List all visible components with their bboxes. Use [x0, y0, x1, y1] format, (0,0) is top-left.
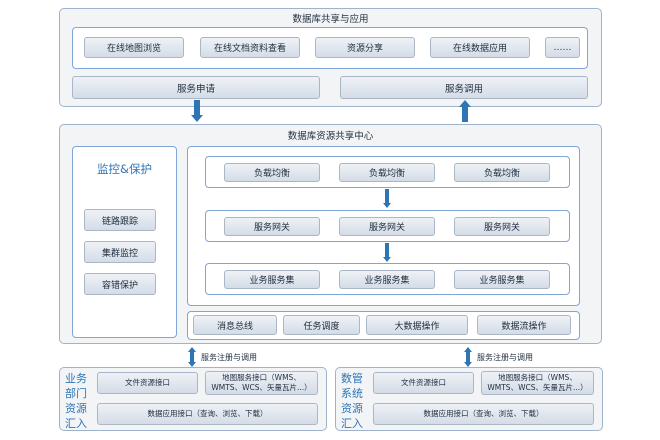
- big-data-ops[interactable]: 大数据操作: [366, 315, 468, 335]
- left-file-api[interactable]: 文件资源接口: [97, 372, 198, 394]
- monitor-link-trace[interactable]: 链路跟踪: [84, 209, 156, 231]
- load-balance-3[interactable]: 负载均衡: [454, 163, 550, 182]
- monitor-fault-tolerance[interactable]: 容错保护: [84, 273, 156, 295]
- app-resource-share[interactable]: 资源分享: [315, 37, 415, 58]
- business-cluster-1[interactable]: 业务服务集: [224, 270, 320, 289]
- top-panel-title: 数据库共享与应用: [292, 14, 369, 25]
- data-stream-ops[interactable]: 数据流操作: [477, 315, 571, 335]
- gateway-3[interactable]: 服务网关: [454, 217, 550, 236]
- arrow-lb-to-gateway: [383, 189, 391, 209]
- gateway-2[interactable]: 服务网关: [339, 217, 435, 236]
- right-data-api[interactable]: 数据应用接口（查询、浏览、下载）: [373, 403, 594, 425]
- service-call-button[interactable]: 服务调用: [340, 76, 588, 99]
- arrow-down-apply: [191, 100, 203, 122]
- arrow-gateway-to-cluster: [383, 243, 391, 263]
- message-bus[interactable]: 消息总线: [193, 315, 277, 335]
- right-register-label: 服务注册与调用: [477, 353, 533, 362]
- load-balance-2[interactable]: 负载均衡: [339, 163, 435, 182]
- load-balance-1[interactable]: 负载均衡: [224, 163, 320, 182]
- right-source-title: 数管 系统 资源 汇入: [341, 372, 363, 430]
- app-map-browse[interactable]: 在线地图浏览: [84, 37, 184, 58]
- service-apply-button[interactable]: 服务申请: [72, 76, 320, 99]
- left-data-api[interactable]: 数据应用接口（查询、浏览、下载）: [97, 403, 318, 425]
- business-cluster-2[interactable]: 业务服务集: [339, 270, 435, 289]
- monitor-title: 监控&保护: [97, 162, 152, 176]
- monitor-cluster[interactable]: 集群监控: [84, 241, 156, 263]
- arrow-right-register: [463, 347, 473, 367]
- app-more[interactable]: ……: [545, 37, 580, 58]
- arrow-left-register: [187, 347, 197, 367]
- right-map-api[interactable]: 地图服务接口（WMS、WMTS、WCS、矢量瓦片...）: [481, 371, 594, 395]
- left-map-api[interactable]: 地图服务接口（WMS、WMTS、WCS、矢量瓦片...）: [205, 371, 318, 395]
- task-scheduling[interactable]: 任务调度: [283, 315, 360, 335]
- app-doc-view[interactable]: 在线文档资料查看: [200, 37, 300, 58]
- left-register-label: 服务注册与调用: [201, 353, 257, 362]
- left-source-title: 业务 部门 资源 汇入: [65, 372, 87, 430]
- right-file-api[interactable]: 文件资源接口: [373, 372, 474, 394]
- center-panel-title: 数据库资源共享中心: [287, 131, 374, 142]
- gateway-1[interactable]: 服务网关: [224, 217, 320, 236]
- app-data-apply[interactable]: 在线数据应用: [430, 37, 530, 58]
- business-cluster-3[interactable]: 业务服务集: [454, 270, 550, 289]
- arrow-up-call: [459, 100, 471, 122]
